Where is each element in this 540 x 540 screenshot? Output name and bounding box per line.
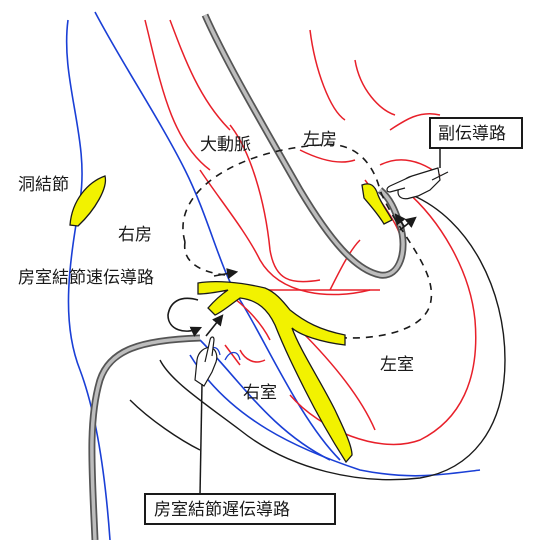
pointing-hand-icon-accessory — [387, 168, 448, 199]
label-sinus-node: 洞結節 — [18, 175, 69, 195]
accessory-pathway-callout: 副伝導路 — [430, 118, 522, 148]
label-accessory-pathway: 副伝導路 — [438, 124, 506, 144]
his-bundle-shape — [198, 282, 352, 462]
reentry-circuit-dashed-right-atrium — [185, 242, 225, 275]
label-right-atrium: 右房 — [118, 225, 152, 245]
av-slow-pathway-callout: 房室結節遅伝導路 — [145, 494, 335, 524]
slow-pathway-loop-arrow — [168, 298, 200, 331]
slow-pathway-up-arrow — [206, 316, 222, 336]
conduction-system — [70, 176, 392, 462]
label-left-atrium: 左房 — [303, 130, 337, 150]
sinus-node-shape — [70, 176, 105, 226]
label-av-fast-pathway: 房室結節速伝導路 — [18, 268, 154, 288]
label-aorta: 大動脈 — [200, 135, 251, 155]
pointing-hand-icon-slow — [195, 337, 217, 386]
label-right-ventricle: 右室 — [243, 383, 277, 403]
label-left-ventricle: 左室 — [380, 355, 414, 375]
label-av-slow-pathway: 房室結節遅伝導路 — [154, 500, 290, 520]
